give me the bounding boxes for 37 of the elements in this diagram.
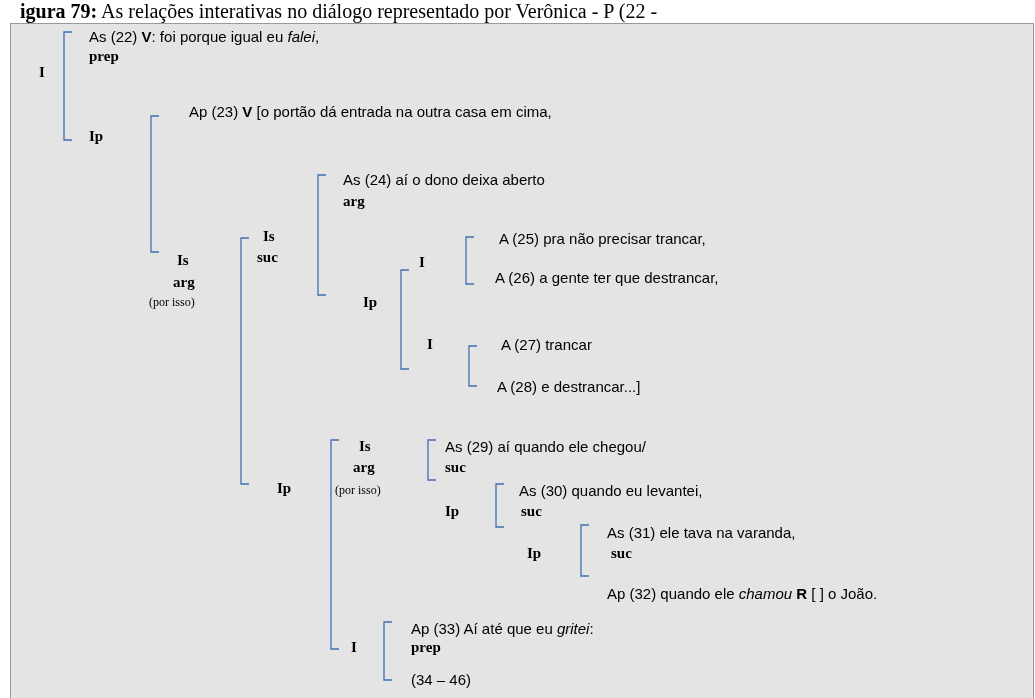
utterance-text: A (28) e destrancar...] [497, 378, 641, 395]
utterance-text: (34 – 46) [411, 671, 472, 688]
function-label: suc [257, 249, 278, 266]
utterance-text: Ap (33) Aí até que eu gritei: [411, 620, 594, 637]
connective-note: (por isso) [335, 483, 381, 498]
figure-title: igura 79: As relações interativas no diálogo representado por Verônica - P (22 - [20, 0, 658, 23]
connective-note: (por isso) [149, 295, 195, 310]
role-label: Ip [277, 480, 292, 497]
utterance-text: As (24) aí o dono deixa aberto [343, 171, 545, 188]
utterance-text: A (26) a gente ter que destrancar, [495, 269, 719, 286]
role-label: I [39, 64, 45, 81]
role-label: Ip [89, 128, 104, 145]
function-label: prep [89, 48, 119, 65]
role-label: Is [177, 252, 189, 269]
utterance-text: As (29) aí quando ele chegou/ [445, 438, 646, 455]
role-label: I [427, 336, 433, 353]
utterance-text: A (25) pra não precisar trancar, [499, 230, 706, 247]
utterance-text: As (30) quando eu levantei, [519, 482, 703, 499]
function-label: suc [521, 503, 542, 520]
role-label: I [351, 639, 357, 656]
function-label: suc [445, 459, 466, 476]
utterance-text: A (27) trancar [501, 336, 592, 353]
role-label: Ip [527, 545, 542, 562]
utterance-text: Ap (32) quando ele chamou R [ ] o João. [607, 585, 878, 602]
role-label: Ip [363, 294, 378, 311]
role-label: Is [359, 438, 371, 455]
function-label: suc [611, 545, 632, 562]
role-label: Is [263, 228, 275, 245]
role-label: I [419, 254, 425, 271]
utterance-text: As (22) V: foi porque igual eu falei, [89, 28, 320, 45]
function-label: prep [411, 639, 441, 656]
utterance-text: As (31) ele tava na varanda, [607, 524, 796, 541]
function-label: arg [173, 274, 195, 291]
role-label: Ip [445, 503, 460, 520]
function-label: arg [343, 193, 365, 210]
utterance-text: Ap (23) V [o portão dá entrada na outra casa em cima, [189, 103, 552, 120]
function-label: arg [353, 459, 375, 476]
